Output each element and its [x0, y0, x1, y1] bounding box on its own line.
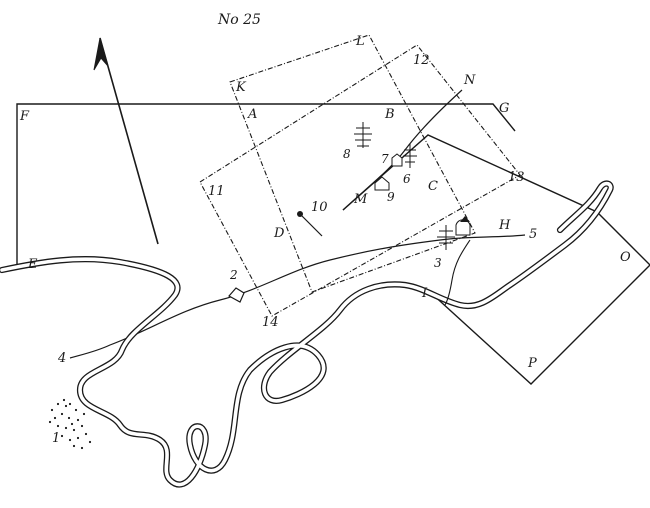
label-7: 7: [381, 152, 389, 166]
label-o: O: [620, 250, 631, 265]
label-m: M: [353, 192, 368, 207]
map-title: No 25: [217, 12, 261, 28]
boundary-rect-fg: [16, 103, 516, 270]
label-f: F: [19, 109, 30, 124]
river: [0, 180, 614, 488]
boundary-rect-11-14: [199, 44, 521, 317]
tree-icon: [354, 122, 372, 148]
label-2: 2: [229, 268, 238, 282]
label-n: N: [463, 73, 476, 88]
label-p: P: [527, 356, 537, 371]
label-1: 1: [52, 431, 60, 446]
boundary-rect-mop: [342, 134, 650, 385]
label-g: G: [499, 101, 509, 116]
marsh-dots-icon: [48, 398, 92, 450]
house-small-icon: [391, 153, 403, 167]
north-arrow-icon: [93, 37, 159, 245]
label-3: 3: [434, 256, 442, 270]
house-h-icon: [455, 216, 471, 236]
path-10-d: [299, 213, 323, 237]
label-14: 14: [262, 315, 279, 330]
boundary-rect-kl: [229, 34, 476, 293]
label-e: E: [27, 257, 38, 272]
tree-3-icon: [437, 225, 455, 250]
station-10-marker: [297, 211, 303, 217]
label-8: 8: [343, 147, 351, 161]
label-d: D: [273, 226, 285, 241]
label-l: L: [355, 34, 365, 49]
label-c: C: [428, 179, 438, 194]
rock-icon: [228, 287, 245, 303]
label-5: 5: [529, 227, 537, 242]
label-b: B: [384, 107, 395, 122]
label-6: 6: [403, 172, 411, 186]
small-tree-icon: [403, 144, 417, 168]
house-icon: [374, 176, 390, 191]
label-h: H: [498, 218, 511, 233]
tributary-stream: [444, 239, 471, 306]
label-10: 10: [311, 200, 328, 215]
label-i: I: [421, 286, 428, 301]
label-12: 12: [413, 53, 430, 68]
label-a: A: [247, 107, 257, 122]
label-k: K: [235, 80, 247, 95]
label-13: 13: [508, 170, 525, 185]
label-9: 9: [387, 190, 395, 204]
label-11: 11: [208, 184, 225, 199]
label-4: 4: [57, 351, 66, 366]
path-traverse: [69, 234, 526, 359]
